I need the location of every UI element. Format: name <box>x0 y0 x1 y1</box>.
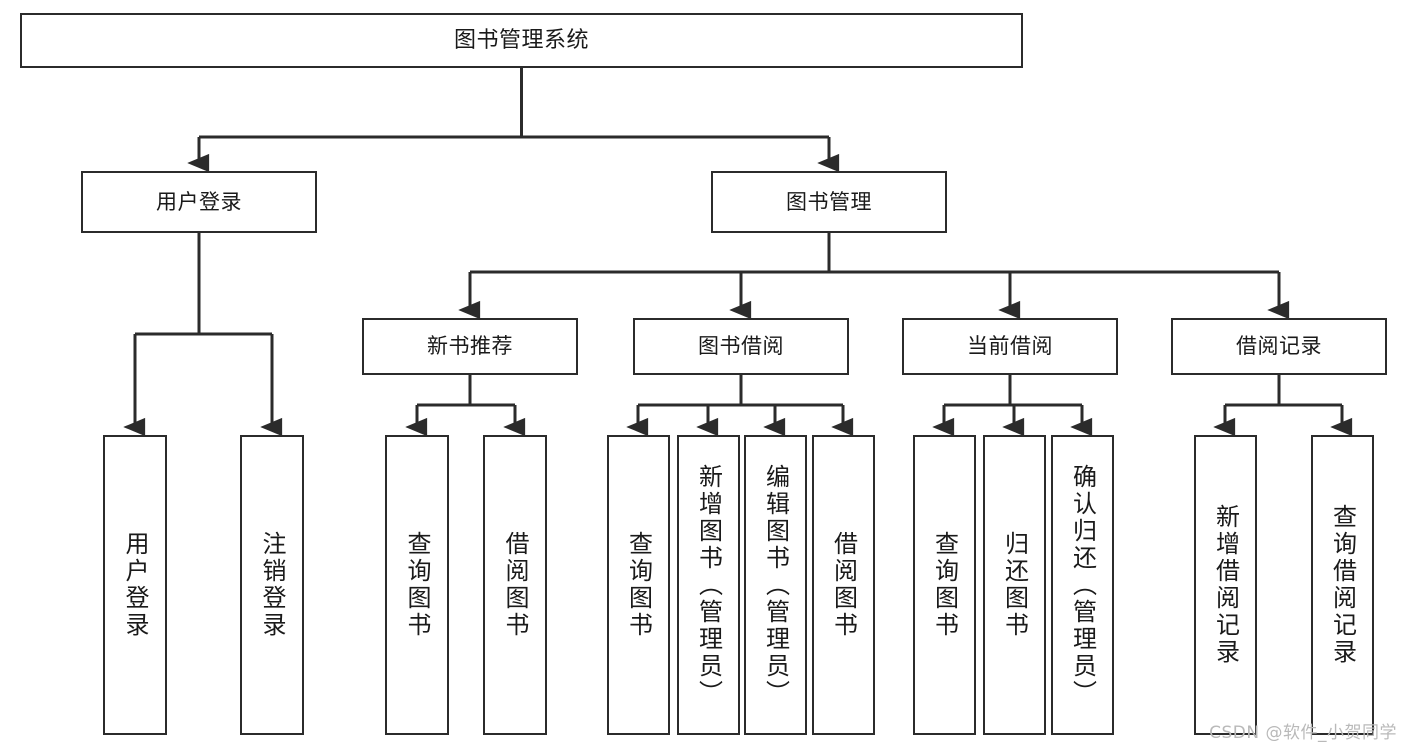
node-label: 图书管理系统 <box>453 27 589 53</box>
node-user-login[interactable]: 用户登录 <box>81 171 317 233</box>
node-leaf-edit-book-admin[interactable]: 编辑图书（管理员） <box>744 435 807 735</box>
node-label: 借阅图书 <box>501 531 529 639</box>
node-label: 编辑图书（管理员） <box>761 463 790 707</box>
csdn-watermark: CSDN @软件_小贺同学 <box>1209 723 1397 743</box>
node-label: 确认归还（管理员） <box>1068 463 1097 707</box>
node-leaf-add-book-admin[interactable]: 新增图书（管理员） <box>677 435 740 735</box>
node-current-borrow[interactable]: 当前借阅 <box>902 318 1118 375</box>
node-label: 查询图书 <box>624 531 653 639</box>
node-book-borrow[interactable]: 图书借阅 <box>633 318 849 375</box>
node-leaf-borrow-book-2[interactable]: 借阅图书 <box>812 435 875 735</box>
node-leaf-return-book[interactable]: 归还图书 <box>983 435 1046 735</box>
node-leaf-confirm-return-admin[interactable]: 确认归还（管理员） <box>1051 435 1114 735</box>
node-leaf-query-borrow-record[interactable]: 查询借阅记录 <box>1311 435 1374 735</box>
node-leaf-add-borrow-record[interactable]: 新增借阅记录 <box>1194 435 1257 735</box>
node-label: 新增图书（管理员） <box>694 463 723 707</box>
node-label: 查询图书 <box>930 531 959 639</box>
node-label: 用户登录 <box>121 531 149 639</box>
node-root-book-management-system[interactable]: 图书管理系统 <box>20 13 1023 68</box>
node-label: 新增借阅记录 <box>1211 504 1240 666</box>
node-label: 新书推荐 <box>427 334 513 359</box>
node-label: 借阅图书 <box>829 531 858 639</box>
node-label: 查询图书 <box>403 531 431 639</box>
node-label: 注销登录 <box>258 531 286 639</box>
node-label: 当前借阅 <box>967 334 1053 359</box>
node-label: 查询借阅记录 <box>1328 504 1357 666</box>
node-new-book-recommend[interactable]: 新书推荐 <box>362 318 578 375</box>
node-label: 图书管理 <box>786 189 872 214</box>
node-leaf-user-login[interactable]: 用户登录 <box>103 435 167 735</box>
node-leaf-borrow-book-1[interactable]: 借阅图书 <box>483 435 547 735</box>
node-leaf-query-book-2[interactable]: 查询图书 <box>607 435 670 735</box>
node-label: 用户登录 <box>156 189 242 214</box>
node-leaf-logout[interactable]: 注销登录 <box>240 435 304 735</box>
node-book-management[interactable]: 图书管理 <box>711 171 947 233</box>
node-label: 借阅记录 <box>1236 334 1322 359</box>
node-leaf-query-book-1[interactable]: 查询图书 <box>385 435 449 735</box>
node-borrow-record[interactable]: 借阅记录 <box>1171 318 1387 375</box>
node-label: 图书借阅 <box>698 334 784 359</box>
node-leaf-query-book-3[interactable]: 查询图书 <box>913 435 976 735</box>
node-label: 归还图书 <box>1000 531 1029 639</box>
